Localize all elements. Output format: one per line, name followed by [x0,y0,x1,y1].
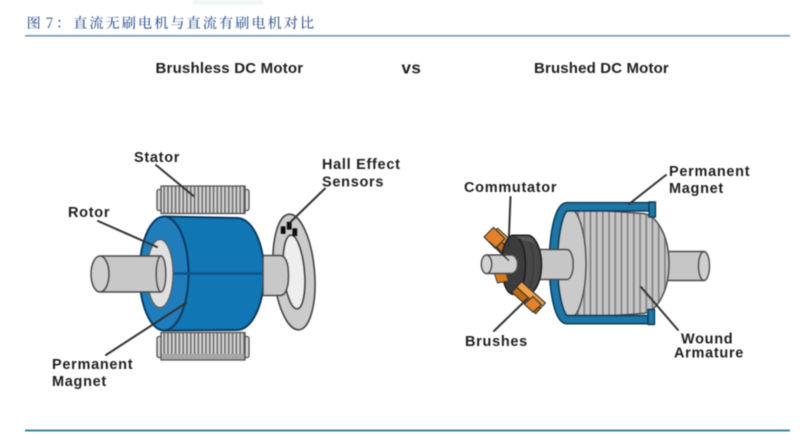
svg-text:Brushes: Brushes [465,334,528,350]
svg-text:Stator: Stator [134,150,180,166]
svg-text:Commutator: Commutator [464,180,557,196]
svg-text:Permanent: Permanent [669,164,750,180]
svg-text:Magnet: Magnet [52,374,107,390]
svg-text:Brushed DC Motor: Brushed DC Motor [534,60,669,77]
svg-text:Magnet: Magnet [669,181,724,197]
svg-text:Brushless DC Motor: Brushless DC Motor [156,60,304,77]
svg-text:vs: vs [402,59,422,78]
svg-text:Sensors: Sensors [322,175,384,191]
svg-text:Armature: Armature [674,346,744,362]
svg-text:Hall Effect: Hall Effect [322,157,401,173]
svg-text:Rotor: Rotor [68,205,110,221]
svg-text:Wound: Wound [681,332,733,348]
svg-text:Permanent: Permanent [52,357,133,373]
